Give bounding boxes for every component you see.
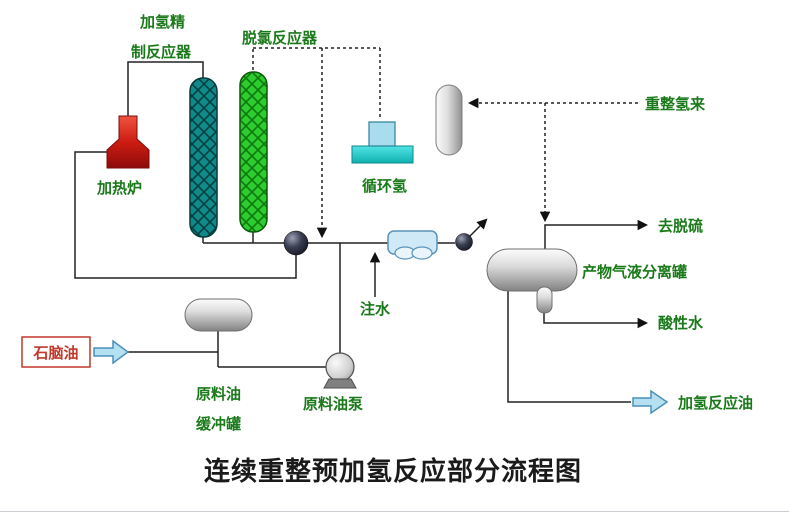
- pipe-mixer-to-furnace-loop: [74, 151, 297, 279]
- knockout-drum: [435, 84, 463, 156]
- label-water-injection: 注水: [360, 300, 391, 318]
- label-hydrogenation-oil: 加氢反应油: [677, 394, 753, 412]
- label-hydrofining-reactor-line1: 加氢精: [139, 13, 185, 31]
- diagram-title: 连续重整预加氢反应部分流程图: [204, 456, 582, 487]
- label-naphtha: 石脑油: [32, 344, 78, 362]
- naphtha-flow-arrow-icon: [93, 339, 130, 365]
- label-dechlorination-reactor: 脱氯反应器: [242, 29, 318, 47]
- equipment: [21, 71, 669, 415]
- hydrofining-reactor: [189, 77, 218, 238]
- pipe-sour-water: [543, 313, 649, 329]
- feed-pump-casing: [325, 352, 355, 382]
- mixing-sphere: [283, 230, 309, 256]
- recycle-compressor-body: [368, 121, 396, 147]
- page-bottom-divider: [0, 511, 789, 512]
- pipe-to-desulfurization: [544, 219, 649, 249]
- recycle-compressor-base: [351, 145, 414, 164]
- naphtha-box: [21, 336, 91, 368]
- pipe-cooler-outlet-arrow: [468, 218, 488, 238]
- labels: 加氢精 制反应器 脱氯反应器 加热炉 循环氢 重整氢来 去脱硫 产物气液分离罐 …: [32, 13, 753, 487]
- pipe-furnace-to-reactor1: [127, 61, 204, 116]
- label-feed-pump: 原料油泵: [303, 395, 363, 413]
- product-separator-drum: [486, 248, 578, 292]
- pipe-hydrogenation-oil: [507, 286, 631, 403]
- product-flow-arrow-icon: [632, 389, 669, 415]
- label-heating-furnace: 加热炉: [96, 179, 142, 197]
- exchanger-shell-right: [411, 246, 433, 260]
- label-hydrofining-reactor-line2: 制反应器: [131, 43, 192, 61]
- feed-buffer-drum: [184, 298, 253, 332]
- heating-furnace: [106, 115, 150, 169]
- dotted-pipes: [252, 47, 638, 239]
- label-buffer-drum-line2: 缓冲罐: [196, 415, 241, 433]
- cooler-ball: [455, 233, 473, 251]
- label-recycle-hydrogen: 循环氢: [362, 177, 407, 195]
- label-sour-water: 酸性水: [658, 314, 704, 332]
- label-reformer-hydrogen: 重整氢来: [645, 95, 706, 113]
- label-separator-drum: 产物气液分离罐: [582, 263, 687, 281]
- solid-pipes: [74, 61, 649, 403]
- label-to-desulfurization: 去脱硫: [658, 217, 703, 235]
- feed-pump-base: [323, 378, 357, 389]
- dechlorination-reactor: [239, 71, 268, 233]
- label-buffer-drum-line1: 原料油: [196, 385, 241, 403]
- separator-boot: [536, 286, 553, 314]
